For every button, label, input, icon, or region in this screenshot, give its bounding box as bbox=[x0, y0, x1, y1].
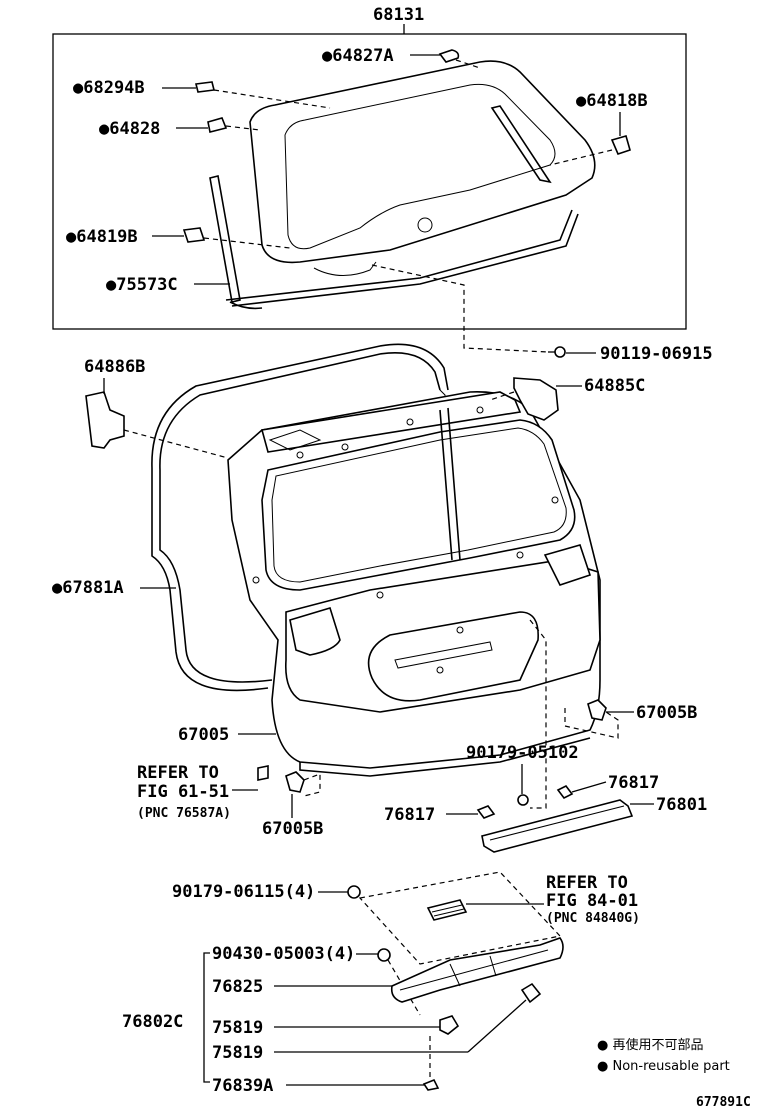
clip-64818B bbox=[610, 135, 631, 155]
clip-64827A bbox=[438, 49, 460, 63]
label-64828[interactable]: ●64828 bbox=[99, 119, 160, 139]
nut-90179-05102 bbox=[517, 794, 529, 806]
stopper-67005B-right[interactable] bbox=[587, 699, 607, 721]
garnish-76825[interactable] bbox=[390, 937, 564, 1003]
stopper-67005B-left-group: 67005B bbox=[262, 771, 323, 839]
label-76802C[interactable]: 76802C bbox=[122, 1012, 183, 1032]
screw-76817-left bbox=[476, 805, 496, 819]
label-76817-right[interactable]: 76817 bbox=[608, 773, 659, 793]
legend-non-reusable-jp: ● 再使用不可部品 bbox=[597, 1037, 703, 1053]
label-64818B[interactable]: ●64818B bbox=[576, 91, 648, 111]
figure-id: 677891C bbox=[696, 1095, 751, 1110]
glass-molding bbox=[225, 209, 579, 307]
ref2-line1[interactable]: REFER TO bbox=[546, 873, 628, 893]
hinge-64886B[interactable] bbox=[85, 391, 125, 449]
ref1-line1[interactable]: REFER TO bbox=[137, 763, 219, 783]
label-67005B-left[interactable]: 67005B bbox=[262, 819, 323, 839]
clip-68294B bbox=[195, 81, 215, 93]
clip-76839A[interactable] bbox=[422, 1078, 440, 1091]
ref2-line3[interactable]: (PNC 84840G) bbox=[546, 911, 640, 926]
label-64886B[interactable]: 64886B bbox=[84, 357, 145, 377]
reference-fig-61-51: REFER TO FIG 61-51 (PNC 76587A) bbox=[137, 763, 269, 821]
label-64819B[interactable]: ●64819B bbox=[66, 227, 138, 247]
side-molding-75573C bbox=[209, 175, 241, 303]
hinge-64886B-group: 64886B bbox=[84, 357, 229, 459]
back-door-glass-group: 68131 ●64827A ●68294B ●64828 ●64818B ●64… bbox=[52, 5, 687, 330]
legend: ● 再使用不可部品 ● Non-reusable part bbox=[597, 1037, 730, 1074]
label-76817-left[interactable]: 76817 bbox=[384, 805, 435, 825]
ref-part-76587A bbox=[257, 765, 269, 781]
glass-assembly-frame bbox=[52, 33, 687, 330]
high-mount-lamp-76801[interactable] bbox=[481, 799, 634, 853]
label-90430-05003[interactable]: 90430-05003(4) bbox=[212, 944, 355, 964]
label-75819-b[interactable]: 75819 bbox=[212, 1043, 263, 1063]
washer-90430 bbox=[377, 948, 391, 962]
label-64885C[interactable]: 64885C bbox=[584, 376, 645, 396]
label-90119-06915[interactable]: 90119-06915 bbox=[600, 344, 713, 364]
clip-75819-b[interactable] bbox=[520, 982, 542, 1004]
label-64827A[interactable]: ●64827A bbox=[322, 46, 394, 66]
ref1-line3[interactable]: (PNC 76587A) bbox=[137, 806, 231, 821]
ref2-line2[interactable]: FIG 84-01 bbox=[546, 891, 638, 911]
nut-90179-06115 bbox=[347, 885, 361, 899]
hinge-64885C[interactable] bbox=[513, 377, 559, 421]
label-68294B[interactable]: ●68294B bbox=[73, 78, 145, 98]
bolt-90119 bbox=[554, 346, 566, 358]
label-75819-a[interactable]: 75819 bbox=[212, 1018, 263, 1038]
garnish-assembly-group: 90179-06115(4) 90430-05003(4) 76802C 768… bbox=[122, 871, 564, 1096]
label-76801[interactable]: 76801 bbox=[656, 795, 707, 815]
reference-fig-84-01: REFER TO FIG 84-01 (PNC 84840G) bbox=[546, 873, 640, 926]
back-door-glass[interactable] bbox=[249, 60, 596, 264]
label-90179-05102[interactable]: 90179-05102 bbox=[466, 743, 579, 763]
screw-76817-right bbox=[556, 784, 574, 800]
weatherstrip-67881A[interactable] bbox=[159, 352, 441, 683]
label-90179-06115[interactable]: 90179-06115(4) bbox=[172, 882, 315, 902]
label-67881A[interactable]: ●67881A bbox=[52, 578, 124, 598]
bolt-90119-group: 90119-06915 bbox=[371, 264, 713, 364]
label-68131[interactable]: 68131 bbox=[373, 5, 424, 25]
label-76839A[interactable]: 76839A bbox=[212, 1076, 273, 1096]
ref1-line2[interactable]: FIG 61-51 bbox=[137, 782, 229, 802]
stopper-67005B-right-group: 67005B bbox=[564, 699, 697, 739]
clip-64819B bbox=[182, 227, 206, 243]
high-mount-lamp-group: 90179-05102 76801 76817 76817 bbox=[384, 619, 707, 853]
hinge-64885C-group: 64885C bbox=[489, 376, 645, 421]
label-76825[interactable]: 76825 bbox=[212, 977, 263, 997]
stopper-67005B-left[interactable] bbox=[285, 771, 305, 793]
back-door-panel-group bbox=[151, 343, 601, 777]
legend-non-reusable-en: ● Non-reusable part bbox=[597, 1059, 730, 1074]
label-67005[interactable]: 67005 bbox=[178, 725, 229, 745]
label-67005B-right[interactable]: 67005B bbox=[636, 703, 697, 723]
clip-64828 bbox=[207, 117, 228, 133]
clip-75819-a[interactable] bbox=[439, 1015, 460, 1035]
label-75573C[interactable]: ●75573C bbox=[106, 275, 178, 295]
